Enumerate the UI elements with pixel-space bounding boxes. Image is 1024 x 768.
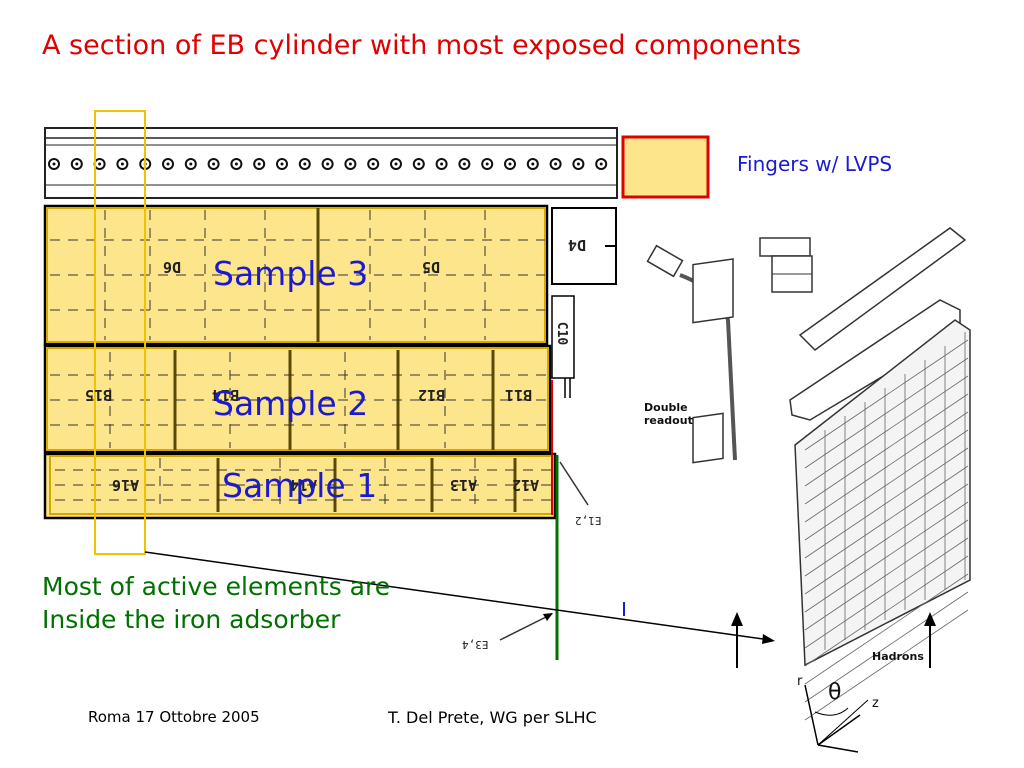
cell-label-c10: C10 [554,321,570,346]
double-readout-label: Double readout [644,401,693,427]
note-line-2: Inside the iron adsorber [42,605,341,634]
cell-label-b11: B11 [505,386,533,404]
cell-label-a12: A12 [512,476,540,494]
cell-label-a13: A13 [450,476,478,494]
cell-label-e12: E1,2 [575,514,602,527]
legend-label: Fingers w/ LVPS [737,152,893,176]
footer-date: Roma 17 Ottobre 2005 [88,708,260,726]
hadrons-label: Hadrons [872,650,924,663]
pointer-arrow [144,551,771,641]
row-sample-2 [43,344,552,454]
cell-label-b12: B12 [418,386,446,404]
note-text: Most of active elements are Inside the i… [42,570,390,636]
note-line-1: Most of active elements are [42,572,391,601]
top-frame [44,127,618,199]
row-sample-1 [43,452,557,520]
axis-z-label: z [872,696,879,711]
sample-2-label: Sample 2 [213,384,369,423]
cell-c10-box [551,295,575,379]
sample-1-label: Sample 1 [222,466,378,505]
row-sample-3 [43,204,549,346]
cell-label-d6: D6 [163,258,182,276]
bolt-row [48,158,608,170]
sample-3-label: Sample 3 [213,254,369,293]
slide-title: A section of EB cylinder with most expos… [42,30,801,61]
cell-label-d4: D4 [568,236,587,254]
tile-module-drawing [646,227,971,753]
cell-label-b15: B15 [85,386,113,404]
cell-label-a16: A16 [112,476,140,494]
footer-author: T. Del Prete, WG per SLHC [388,708,597,727]
cell-label-d5: D5 [422,258,441,276]
cell-label-e34: E3,4 [462,638,489,651]
axis-theta-label: θ [828,680,842,705]
highlight-column [94,110,146,555]
axis-r-label: r [797,674,803,689]
legend-swatch [621,135,710,199]
